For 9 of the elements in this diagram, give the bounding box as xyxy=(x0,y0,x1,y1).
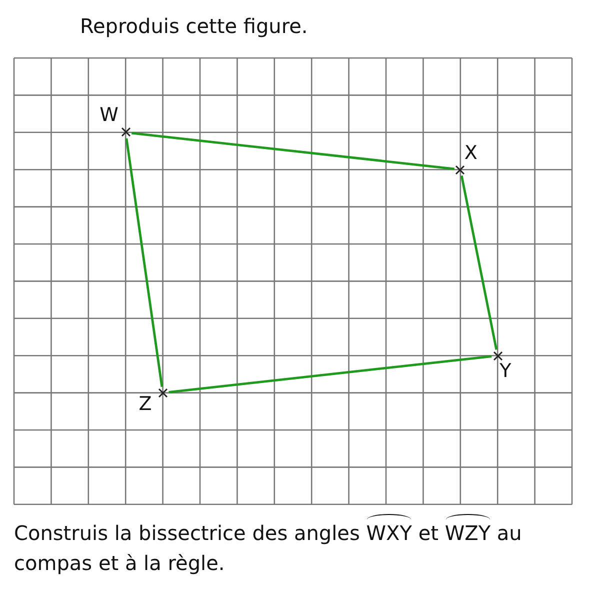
segment xyxy=(125,138,164,387)
point-label: Z xyxy=(138,392,152,415)
point-label: W xyxy=(100,104,118,126)
segment xyxy=(131,132,455,170)
point-label: X xyxy=(464,142,478,164)
title: Reproduis cette figure. xyxy=(80,14,308,38)
segment xyxy=(460,175,498,350)
segment xyxy=(168,355,492,394)
point-label: Y xyxy=(500,360,512,382)
